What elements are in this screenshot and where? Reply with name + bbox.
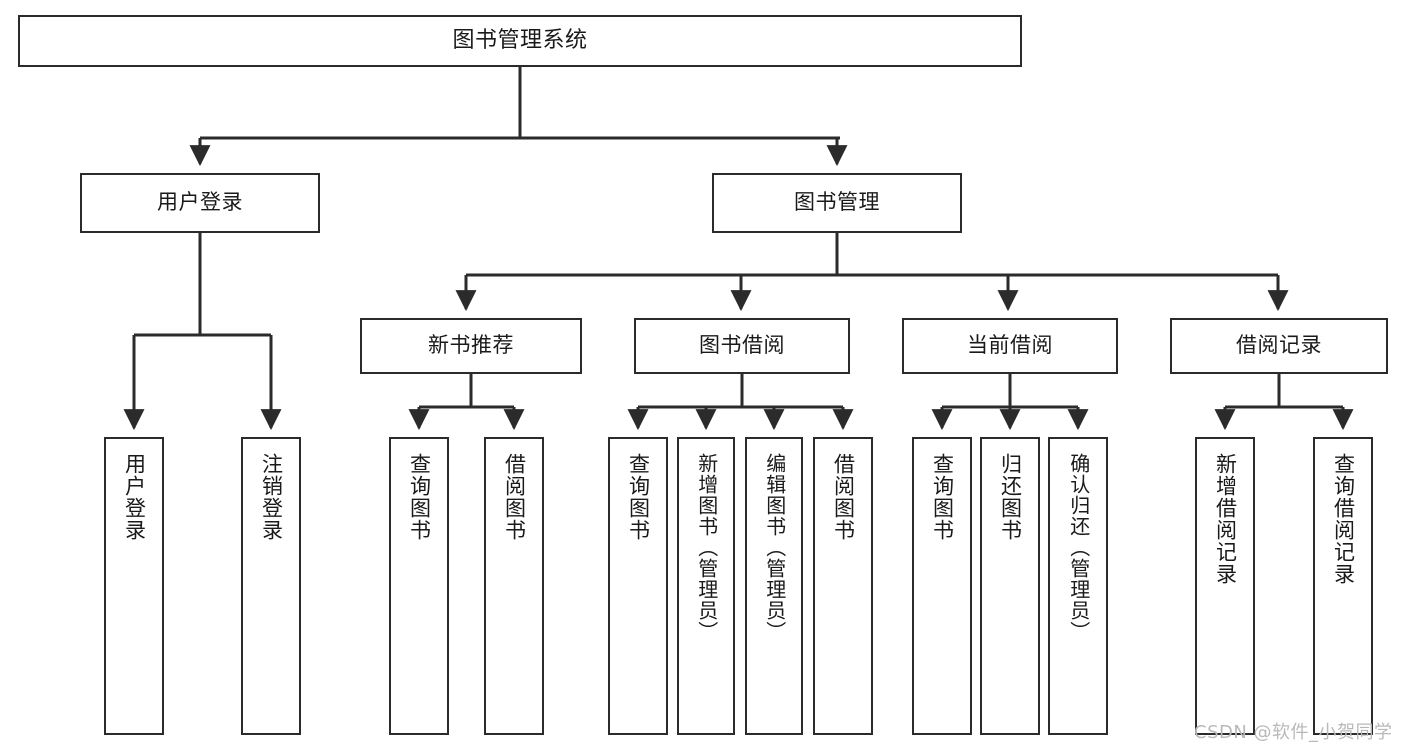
node-leaf-return-book[interactable]: 归还图书 [980,437,1040,735]
node-leaf-query-book-3[interactable]: 查询图书 [912,437,972,735]
node-new-book-rec-label: 新书推荐 [428,333,514,358]
node-new-book-rec[interactable]: 新书推荐 [360,318,582,374]
node-leaf-query-book-1-label: 查询图书 [407,453,432,541]
node-leaf-user-login-label: 用户登录 [122,453,147,541]
node-leaf-user-login[interactable]: 用户登录 [104,437,164,735]
node-leaf-add-record[interactable]: 新增借阅记录 [1195,437,1255,735]
node-leaf-confirm-return-label: 确认归还（管理员） [1066,453,1091,642]
node-leaf-query-record-label: 查询借阅记录 [1331,453,1356,585]
node-book-manage-label: 图书管理 [794,190,880,215]
node-borrow-record-label: 借阅记录 [1236,333,1322,358]
node-leaf-edit-book[interactable]: 编辑图书（管理员） [745,437,803,735]
node-leaf-query-book-1[interactable]: 查询图书 [389,437,449,735]
node-leaf-query-record[interactable]: 查询借阅记录 [1313,437,1373,735]
node-leaf-return-book-label: 归还图书 [998,453,1023,541]
node-leaf-add-book[interactable]: 新增图书（管理员） [677,437,735,735]
csdn-watermark: CSDN @软件_小贺同学 [1194,722,1393,743]
node-leaf-add-book-label: 新增图书（管理员） [694,453,719,642]
node-book-manage[interactable]: 图书管理 [712,173,962,233]
node-current-borrow-label: 当前借阅 [967,333,1053,358]
node-leaf-user-logout[interactable]: 注销登录 [241,437,301,735]
node-leaf-borrow-book-1-label: 借阅图书 [502,453,527,541]
node-book-borrow[interactable]: 图书借阅 [634,318,850,374]
node-leaf-borrow-book-2-label: 借阅图书 [831,453,856,541]
node-leaf-borrow-book-2[interactable]: 借阅图书 [813,437,873,735]
node-leaf-user-logout-label: 注销登录 [259,453,284,541]
node-leaf-query-book-2-label: 查询图书 [626,453,651,541]
node-book-borrow-label: 图书借阅 [699,333,785,358]
node-current-borrow[interactable]: 当前借阅 [902,318,1118,374]
node-leaf-edit-book-label: 编辑图书（管理员） [762,453,787,642]
node-leaf-add-record-label: 新增借阅记录 [1213,453,1238,585]
node-leaf-query-book-3-label: 查询图书 [930,453,955,541]
node-user-login-label: 用户登录 [157,190,243,215]
node-root-label: 图书管理系统 [452,27,588,53]
node-leaf-confirm-return[interactable]: 确认归还（管理员） [1048,437,1108,735]
node-leaf-query-book-2[interactable]: 查询图书 [608,437,668,735]
node-user-login[interactable]: 用户登录 [80,173,320,233]
node-root[interactable]: 图书管理系统 [18,15,1022,67]
node-borrow-record[interactable]: 借阅记录 [1170,318,1388,374]
node-leaf-borrow-book-1[interactable]: 借阅图书 [484,437,544,735]
